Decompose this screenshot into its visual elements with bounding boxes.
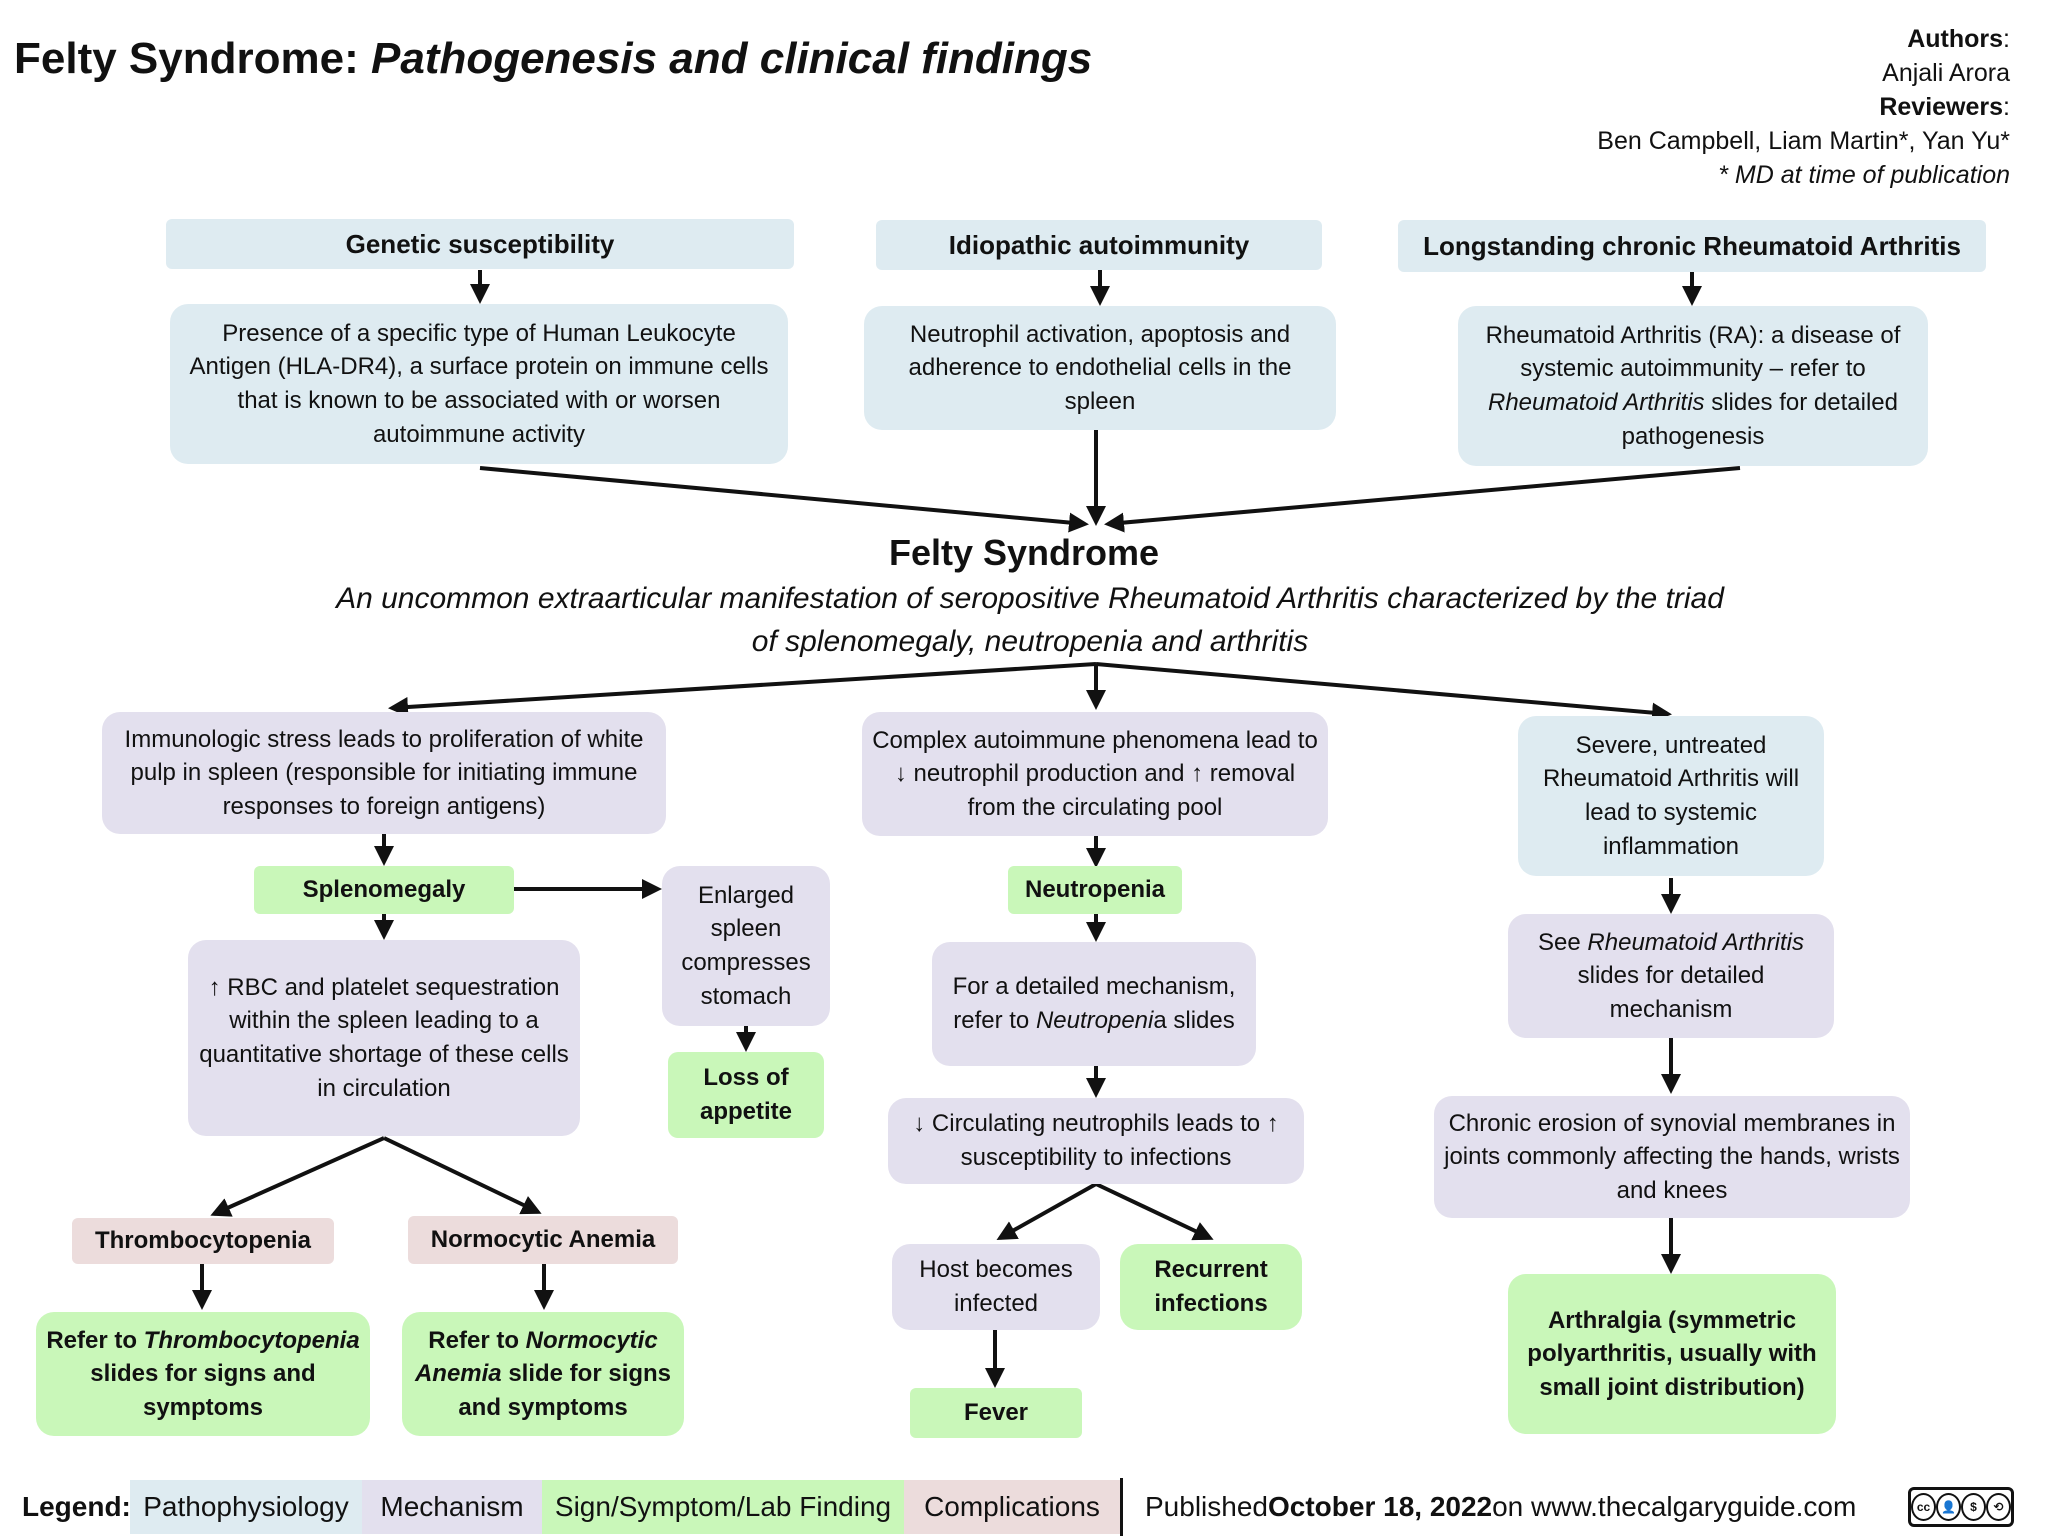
arrow-felty-severe xyxy=(1095,662,1672,723)
arrow-circ-recurrent xyxy=(1095,1182,1214,1241)
arrow-genetic-felty xyxy=(479,466,1089,533)
published-info: Published October 18, 2022 on www.thecal… xyxy=(1145,1480,1856,1534)
md-note: * MD at time of publication xyxy=(1718,161,2010,189)
creative-commons-license-icon: cc 👤 $ ⟲ xyxy=(1908,1487,2014,1527)
see-ra-part2: slides for detailed mechanism xyxy=(1577,962,1765,1023)
normo-ref-part1: Refer to xyxy=(428,1326,526,1354)
loss-of-appetite-box: Loss of appetite xyxy=(668,1052,824,1138)
legend-complications: Complications xyxy=(904,1480,1120,1534)
felty-syndrome-description: An uncommon extraarticular manifestation… xyxy=(336,582,1724,658)
idiopathic-autoimmunity-text: Neutrophil activation, apoptosis and adh… xyxy=(864,306,1336,430)
host-infected-box: Host becomes infected xyxy=(892,1244,1100,1330)
neutropenia-box: Neutropenia xyxy=(1008,866,1182,914)
neutro-detail-italic: Neutropeni xyxy=(1035,1007,1154,1034)
reviewers-names: Ben Campbell, Liam Martin*, Yan Yu* xyxy=(1597,127,2010,155)
authors-block: Authors: Anjali Arora Reviewers: Ben Cam… xyxy=(1597,25,2010,189)
neutropenia-detail-box: For a detailed mechanism, refer to Neutr… xyxy=(932,942,1256,1066)
title-separator: : xyxy=(344,34,371,83)
sa-icon: ⟲ xyxy=(1986,1493,2011,1521)
neutro-detail-part1: For a detailed mechanism, refer to xyxy=(952,973,1236,1034)
enlarged-spleen-box: Enlarged spleen compresses stomach xyxy=(662,866,830,1026)
arrow-rbc-thrombo xyxy=(210,1136,385,1217)
arrow-ra-felty xyxy=(1104,466,1741,533)
severe-untreated-ra-box: Severe, untreated Rheumatoid Arthritis w… xyxy=(1518,716,1824,876)
see-ra-slides-box: See Rheumatoid Arthritis slides for deta… xyxy=(1508,914,1834,1038)
genetic-susceptibility-header: Genetic susceptibility xyxy=(166,219,794,269)
fever-box: Fever xyxy=(910,1388,1082,1438)
arthralgia-box: Arthralgia (symmetric polyarthritis, usu… xyxy=(1508,1274,1836,1434)
splenomegaly-box: Splenomegaly xyxy=(254,866,514,914)
cc-icon: cc xyxy=(1911,1493,1936,1521)
chronic-erosion-box: Chronic erosion of synovial membranes in… xyxy=(1434,1096,1910,1218)
published-prefix: Published xyxy=(1145,1491,1268,1522)
reviewers-label: Reviewers xyxy=(1879,93,2004,121)
by-icon: 👤 xyxy=(1936,1493,1961,1521)
authors-names: Anjali Arora xyxy=(1882,59,2010,87)
chronic-ra-text-part2: slides for detailed pathogenesis xyxy=(1621,389,1898,450)
thrombo-ref-italic: Thrombocytopenia xyxy=(143,1326,360,1354)
felty-syndrome-title: Felty Syndrome xyxy=(888,532,1160,573)
neutro-detail-part2: a slides xyxy=(1153,1007,1235,1034)
circulating-neutrophils-box: ↓ Circulating neutrophils leads to ↑ sus… xyxy=(888,1098,1304,1184)
see-ra-part1: See xyxy=(1538,928,1588,956)
thrombo-ref-part2: slides for signs and symptoms xyxy=(90,1360,316,1421)
legend-pathophysiology: Pathophysiology xyxy=(130,1480,362,1534)
thrombocytopenia-box: Thrombocytopenia xyxy=(72,1218,334,1264)
normocytic-anemia-box: Normocytic Anemia xyxy=(408,1216,678,1264)
arrow-rbc-normo xyxy=(383,1136,542,1215)
normo-ref-part2: slide for signs and symptoms xyxy=(458,1360,672,1421)
published-date: October 18, 2022 xyxy=(1267,1491,1493,1522)
title-main: Felty Syndrome xyxy=(14,34,345,83)
chronic-ra-header: Longstanding chronic Rheumatoid Arthriti… xyxy=(1398,220,1986,272)
chronic-ra-text-italic: Rheumatoid Arthritis xyxy=(1488,389,1705,416)
chronic-ra-text-part1: Rheumatoid Arthritis (RA): a disease of … xyxy=(1485,321,1901,383)
normocytic-anemia-reference-box: Refer to Normocytic Anemia slide for sig… xyxy=(402,1312,684,1436)
legend-label: Legend: xyxy=(22,1491,131,1522)
thrombocytopenia-reference-box: Refer to Thrombocytopenia slides for sig… xyxy=(36,1312,370,1436)
legend-sign-symptom: Sign/Symptom/Lab Finding xyxy=(542,1480,904,1534)
genetic-susceptibility-text: Presence of a specific type of Human Leu… xyxy=(170,304,788,464)
legend-divider xyxy=(1120,1478,1123,1536)
page-title: Felty Syndrome: Pathogenesis and clinica… xyxy=(14,34,1092,84)
published-site: on www.thecalgaryguide.com xyxy=(1492,1491,1857,1522)
nc-icon: $ xyxy=(1961,1493,1986,1521)
see-ra-italic: Rheumatoid Arthritis xyxy=(1587,928,1804,956)
title-subtitle: Pathogenesis and clinical findings xyxy=(370,34,1093,83)
chronic-ra-text: Rheumatoid Arthritis (RA): a disease of … xyxy=(1458,306,1928,466)
arrow-circ-host xyxy=(996,1182,1097,1240)
arrow-felty-immuno xyxy=(388,662,1097,717)
rbc-platelet-sequestration-box: ↑ RBC and platelet sequestration within … xyxy=(188,940,580,1136)
thrombo-ref-part1: Refer to xyxy=(46,1326,144,1354)
authors-label: Authors xyxy=(1907,25,2004,53)
idiopathic-autoimmunity-header: Idiopathic autoimmunity xyxy=(876,220,1322,270)
normo-ref-italic: Normocytic Anemia xyxy=(414,1326,658,1388)
complex-autoimmune-box: Complex autoimmune phenomena lead to ↓ n… xyxy=(862,712,1328,836)
immunologic-stress-box: Immunologic stress leads to proliferatio… xyxy=(102,712,666,834)
recurrent-infections-box: Recurrent infections xyxy=(1120,1244,1302,1330)
legend-mechanism: Mechanism xyxy=(362,1480,542,1534)
